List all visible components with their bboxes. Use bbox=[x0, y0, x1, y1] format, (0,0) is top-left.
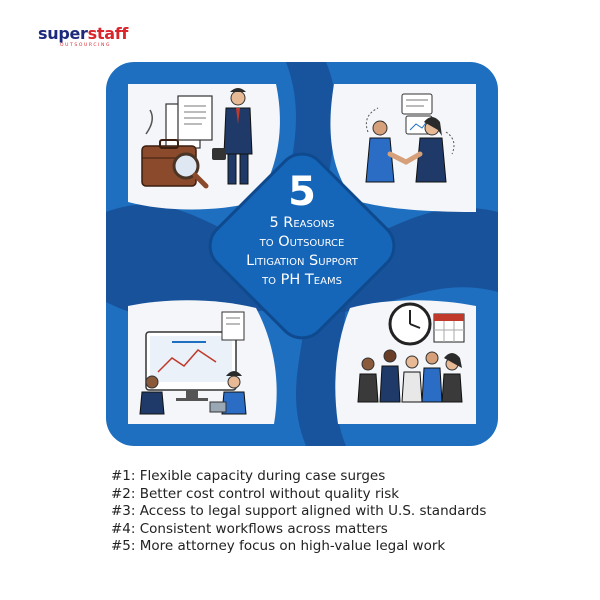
illustration-legal-documents bbox=[141, 88, 253, 189]
reason-item: #2: Better cost control without quality … bbox=[111, 485, 400, 502]
reason-item: #4: Consistent workflows across matters bbox=[111, 520, 388, 537]
logo-wordmark: superstaff bbox=[38, 26, 138, 42]
infographic-art bbox=[106, 62, 498, 446]
infographic-panel: 5 5 Reasons to Outsource Litigation Supp… bbox=[106, 62, 498, 446]
logo-staff: staff bbox=[87, 24, 129, 43]
illustration-clock-team bbox=[357, 302, 465, 403]
illustration-monitor-team bbox=[139, 311, 247, 415]
big-number: 5 bbox=[288, 169, 316, 215]
reason-item: #3: Access to legal support aligned with… bbox=[111, 503, 487, 519]
logo-super: super bbox=[38, 24, 88, 43]
center-title-line-2: to Outsource bbox=[259, 234, 345, 250]
center-title-line-1: 5 Reasons bbox=[269, 215, 335, 231]
reason-item: #5: More attorney focus on high-value le… bbox=[111, 538, 446, 554]
logo-tagline: OUTSOURCING bbox=[60, 43, 112, 48]
center-title: 5 Reasons to Outsource Litigation Suppor… bbox=[106, 214, 498, 290]
reason-item: #1: Flexible capacity during case surges bbox=[111, 468, 386, 484]
reasons-list: #1: Flexible capacity during case surges… bbox=[111, 468, 486, 556]
illustration-handshake bbox=[365, 93, 455, 183]
center-title-line-4: to PH Teams bbox=[262, 272, 342, 288]
center-diamond bbox=[208, 152, 396, 340]
brand-logo: superstaff OUTSOURCING bbox=[38, 26, 138, 52]
center-title-line-3: Litigation Support bbox=[246, 253, 358, 269]
